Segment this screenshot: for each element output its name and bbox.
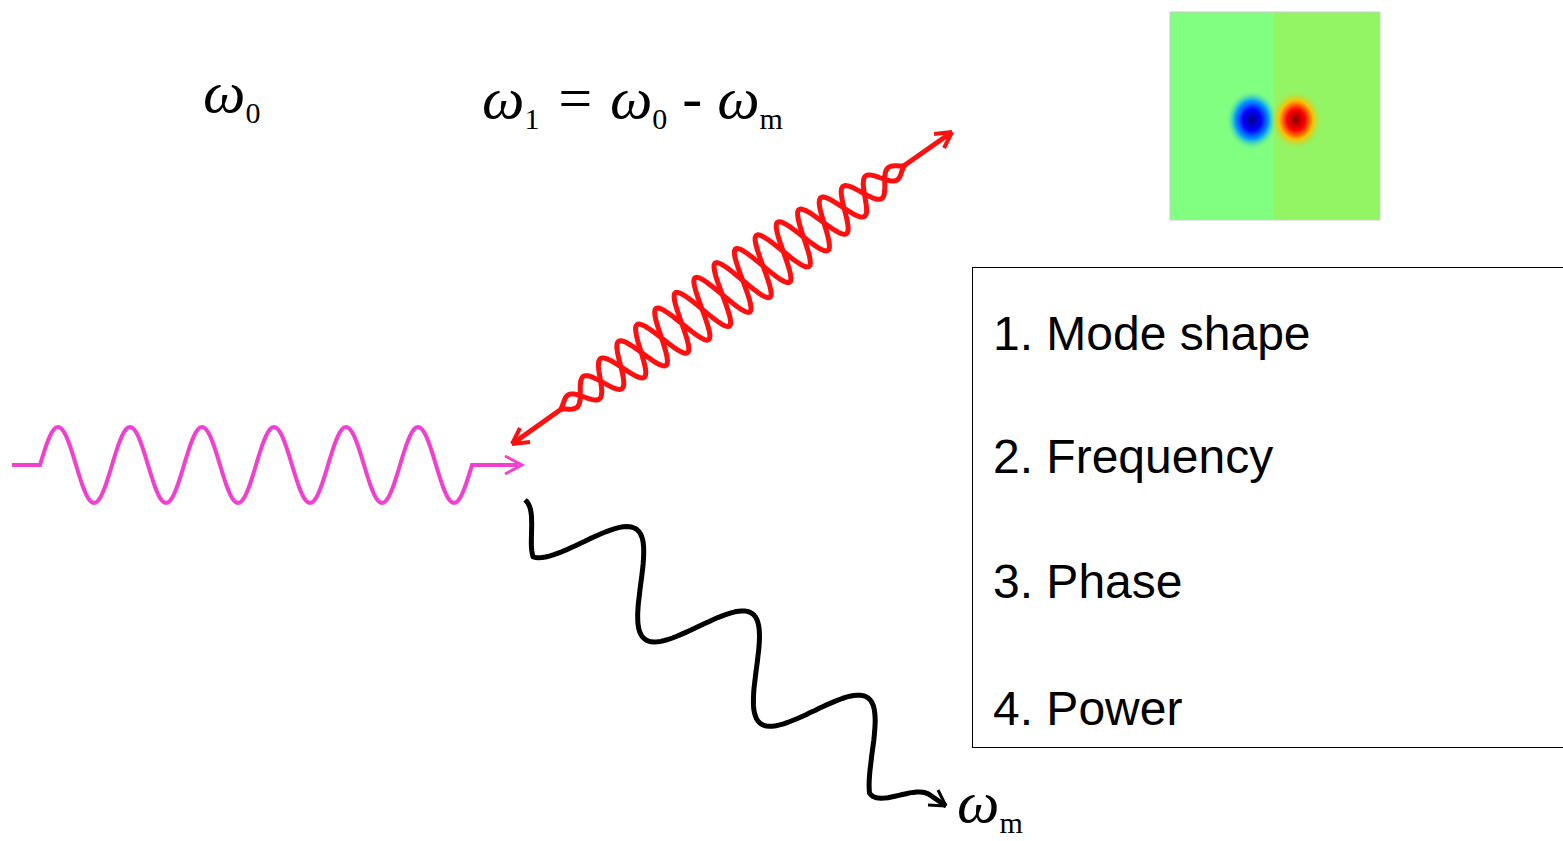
list-box: 1. Mode shape 2. Frequency 3. Phase 4. Powe…	[972, 267, 1563, 748]
frequency-label: ωm	[957, 772, 1023, 832]
list-item: 2. Frequency	[993, 429, 1273, 485]
acoustic-wave	[525, 500, 946, 806]
acoustic-arrowhead	[928, 790, 946, 806]
scattered-wave	[512, 132, 952, 444]
list-item: 1. Mode shape	[993, 306, 1311, 362]
frequency-label: ω1 = ω0 - ωm	[482, 68, 783, 128]
frequency-label: ω0	[203, 62, 260, 122]
list-item: 4. Power	[993, 681, 1182, 737]
pump-arrowhead	[505, 456, 522, 474]
list-item: 3. Phase	[993, 554, 1182, 610]
scattered-arrowheads	[512, 132, 952, 444]
pump-wave	[12, 427, 518, 503]
mode-profile-image	[1170, 12, 1380, 220]
